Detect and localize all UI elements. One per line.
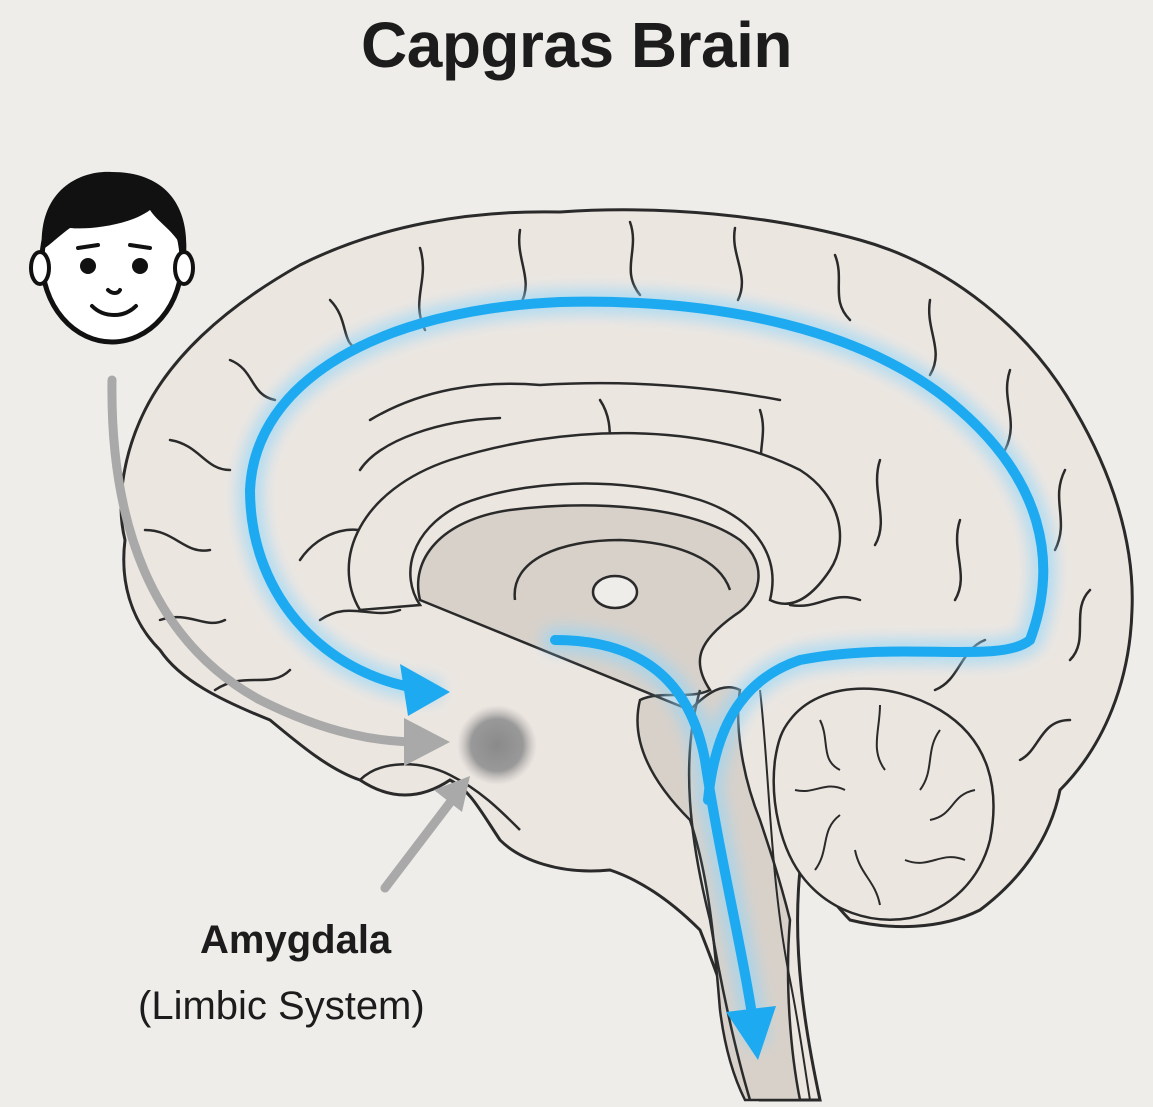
limbic-system-label: (Limbic System) [138,984,425,1029]
gray-pathway-label [385,800,452,888]
ventricle [593,576,637,608]
face-icon [31,172,193,342]
amygdala-label: Amygdala [200,918,391,963]
page-title: Capgras Brain [0,8,1153,82]
amygdala-region [457,705,537,785]
